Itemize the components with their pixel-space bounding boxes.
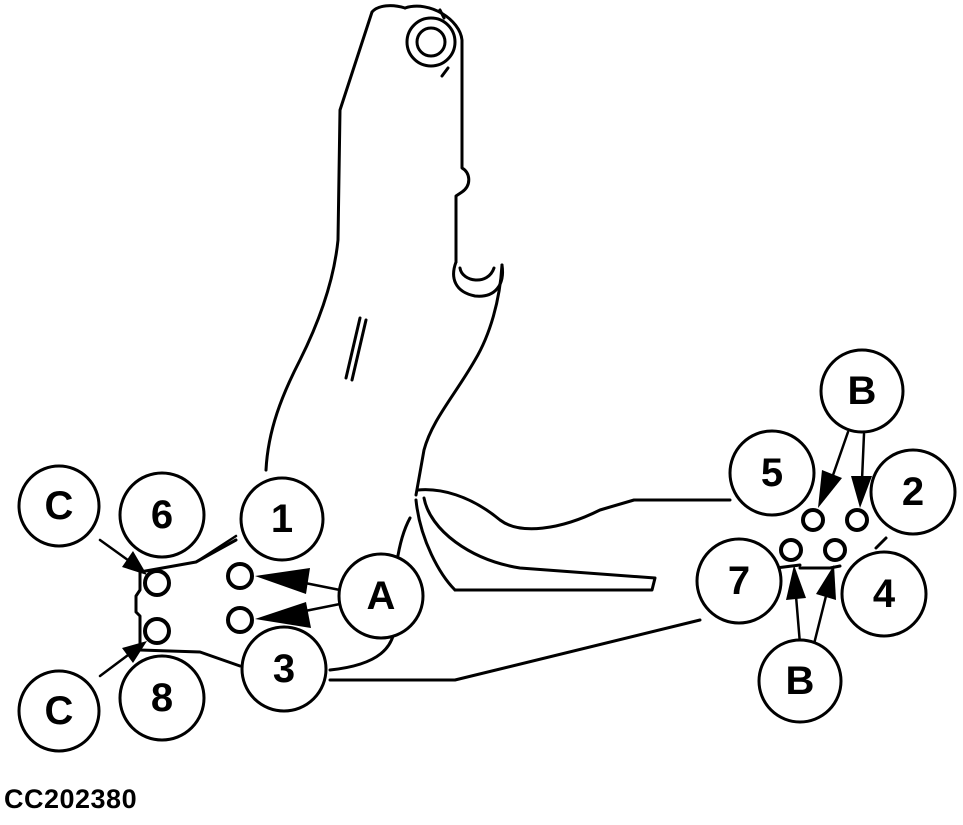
arrow-c-bottom: [122, 641, 147, 663]
bolt-7: [779, 538, 803, 562]
bolt-5: [801, 508, 825, 532]
svg-text:8: 8: [151, 676, 173, 720]
svg-text:7: 7: [728, 559, 750, 603]
svg-text:6: 6: [151, 493, 173, 537]
figure-id-label: CC202380: [4, 784, 138, 814]
bolt-c-top: [143, 569, 171, 597]
bolt-a-bottom: [226, 606, 254, 634]
svg-text:3: 3: [273, 647, 295, 691]
leaders: [98, 430, 872, 678]
callout-2: 2: [869, 448, 957, 536]
svg-text:C: C: [45, 689, 74, 733]
arrow-b-bottom-left: [786, 565, 806, 600]
callout-1: 1: [239, 476, 325, 562]
bolt-4: [823, 538, 847, 562]
bolt-2: [845, 508, 869, 532]
bolt-group-left: [143, 562, 254, 645]
callout-3: 3: [240, 625, 328, 713]
callout-c-top: C: [17, 464, 101, 548]
svg-text:B: B: [786, 659, 815, 703]
svg-text:1: 1: [271, 497, 293, 541]
svg-text:A: A: [367, 574, 396, 618]
arrow-b-top-left: [818, 470, 842, 508]
callout-b-top: B: [819, 348, 905, 434]
callout-8: 8: [118, 654, 206, 742]
bracket-outline: [134, 4, 888, 682]
callout-b-bottom: B: [757, 638, 843, 724]
svg-text:B: B: [848, 369, 877, 413]
arrow-c-top: [122, 551, 147, 575]
svg-text:5: 5: [761, 451, 783, 495]
bolt-a-top: [226, 562, 254, 590]
callout-4: 4: [840, 550, 928, 638]
callout-a: A: [337, 552, 425, 640]
arrow-a-bottom: [255, 602, 311, 628]
arrow-a-top: [255, 568, 310, 594]
callout-5: 5: [728, 429, 816, 517]
callout-7: 7: [695, 537, 783, 625]
arrow-b-top-right: [851, 476, 872, 508]
callout-c-bottom: C: [17, 669, 101, 753]
bolt-c-bottom: [143, 617, 171, 645]
svg-text:4: 4: [873, 572, 896, 616]
arrow-b-bottom-right: [816, 565, 836, 600]
svg-text:2: 2: [902, 470, 924, 514]
bolt-group-right: [779, 508, 869, 562]
callout-6: 6: [118, 471, 206, 559]
svg-text:C: C: [45, 484, 74, 528]
